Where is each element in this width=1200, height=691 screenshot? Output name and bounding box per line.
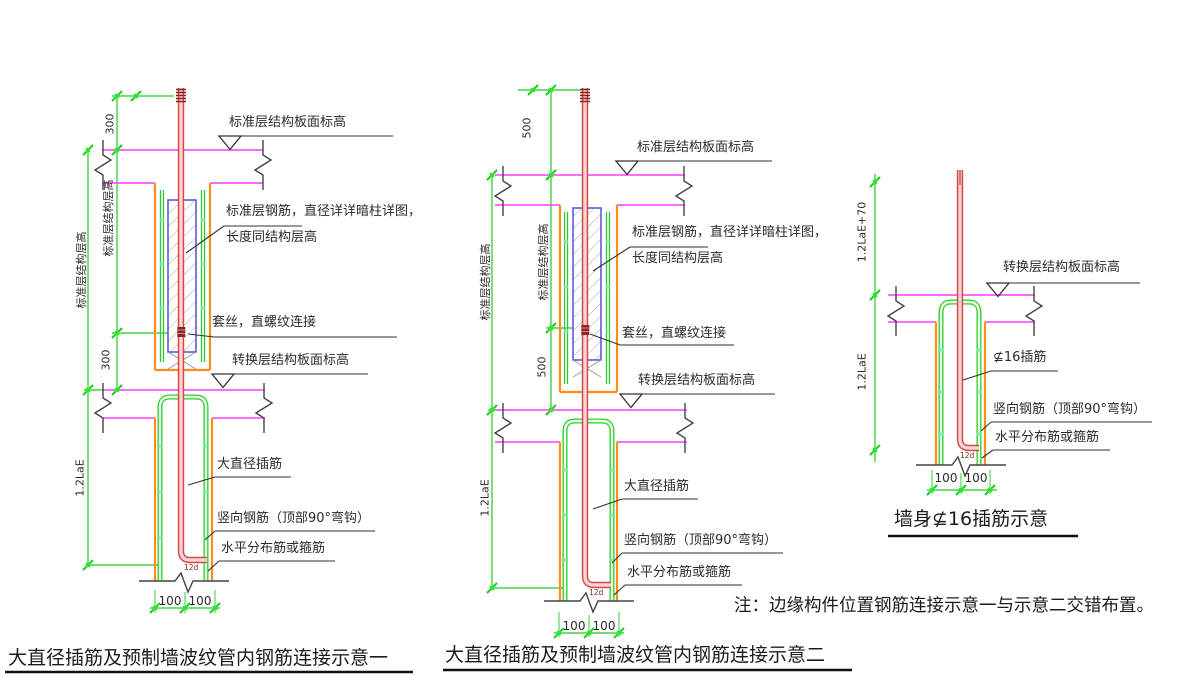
d1-label-hbar: 水平分布筋或箍筋: [221, 541, 326, 556]
d3-label-vbar: 竖向钢筋（顶部90°弯钩）: [993, 402, 1147, 417]
d3-dim-100-left: 100: [934, 471, 958, 485]
d2-label-transfer: 转换层结构板面标高: [638, 373, 756, 388]
drawing-3-linework: [869, 170, 1152, 538]
d1-dim-100-right: 100: [188, 594, 212, 608]
d2-dim-mid: 500: [535, 356, 549, 378]
general-note: 注：边缘构件位置钢筋连接示意一与示意二交错布置。: [734, 596, 1154, 616]
d1-dim-100-left: 100: [158, 594, 182, 608]
d2-label-coupler: 套丝，直螺纹连接: [622, 326, 727, 341]
d2-caption: 大直径插筋及预制墙波纹管内钢筋连接示意二: [445, 644, 826, 666]
d3-dim-top: 1.2LaE+70: [855, 201, 869, 263]
d3-hook-length: 12d: [960, 451, 975, 460]
d3-label-hbar: 水平分布筋或箍筋: [995, 430, 1100, 445]
d3-dim-lap: 1.2LaE: [855, 353, 869, 391]
d3-label-dowel: ⊈16插筋: [993, 350, 1047, 365]
d1-dim-lap: 1.2LaE: [73, 459, 87, 497]
d2-label-vbar: 竖向钢筋（顶部90°弯钩）: [624, 533, 778, 548]
d1-label-coupler: 套丝，直螺纹连接: [212, 315, 317, 330]
d2-dim-story-inner: 标准层结构层高: [537, 223, 550, 301]
d1-dim-story-outer: 标准层结构层高: [75, 231, 88, 309]
d1-label-dowel: 大直径插筋: [217, 457, 283, 472]
drawing-2-linework: [443, 84, 852, 672]
d2-label-hbar: 水平分布筋或箍筋: [627, 565, 732, 580]
d2-dim-top: 500: [520, 117, 534, 139]
d1-label-rebar2: 长度同结构层高: [226, 230, 318, 245]
d2-hook-length: 12d: [589, 588, 604, 597]
d1-dim-top: 300: [103, 113, 117, 135]
d1-label-vbar: 竖向钢筋（顶部90°弯钩）: [217, 511, 371, 526]
d1-label-slab: 标准层结构板面标高: [229, 115, 347, 130]
drawing-1-linework: [5, 88, 413, 674]
d3-label-transfer: 转换层结构板面标高: [1003, 260, 1121, 275]
d2-label-rebar1: 标准层钢筋，直径详详暗柱详图，: [632, 225, 828, 240]
d2-label-dowel: 大直径插筋: [624, 479, 690, 494]
d2-label-slab: 标准层结构板面标高: [637, 140, 755, 155]
d3-caption: 墙身⊈16插筋示意: [894, 508, 1049, 530]
d1-label-rebar1: 标准层钢筋，直径详详暗柱详图，: [226, 204, 422, 219]
d1-caption: 大直径插筋及预制墙波纹管内钢筋连接示意一: [8, 647, 389, 669]
d2-dim-100-right: 100: [592, 619, 616, 633]
d2-label-rebar2: 长度同结构层高: [632, 251, 724, 266]
d1-label-transfer: 转换层结构板面标高: [232, 353, 350, 368]
d2-dim-lap: 1.2LaE: [478, 479, 492, 517]
d1-hook-length: 12d: [184, 563, 199, 572]
d2-dim-story-outer: 标准层结构层高: [479, 243, 492, 321]
d2-dim-100-left: 100: [562, 619, 586, 633]
d1-dim-story-inner: 标准层结构层高: [102, 179, 115, 257]
d1-dim-mid: 300: [99, 349, 113, 371]
d3-dim-100-right: 100: [964, 471, 988, 485]
